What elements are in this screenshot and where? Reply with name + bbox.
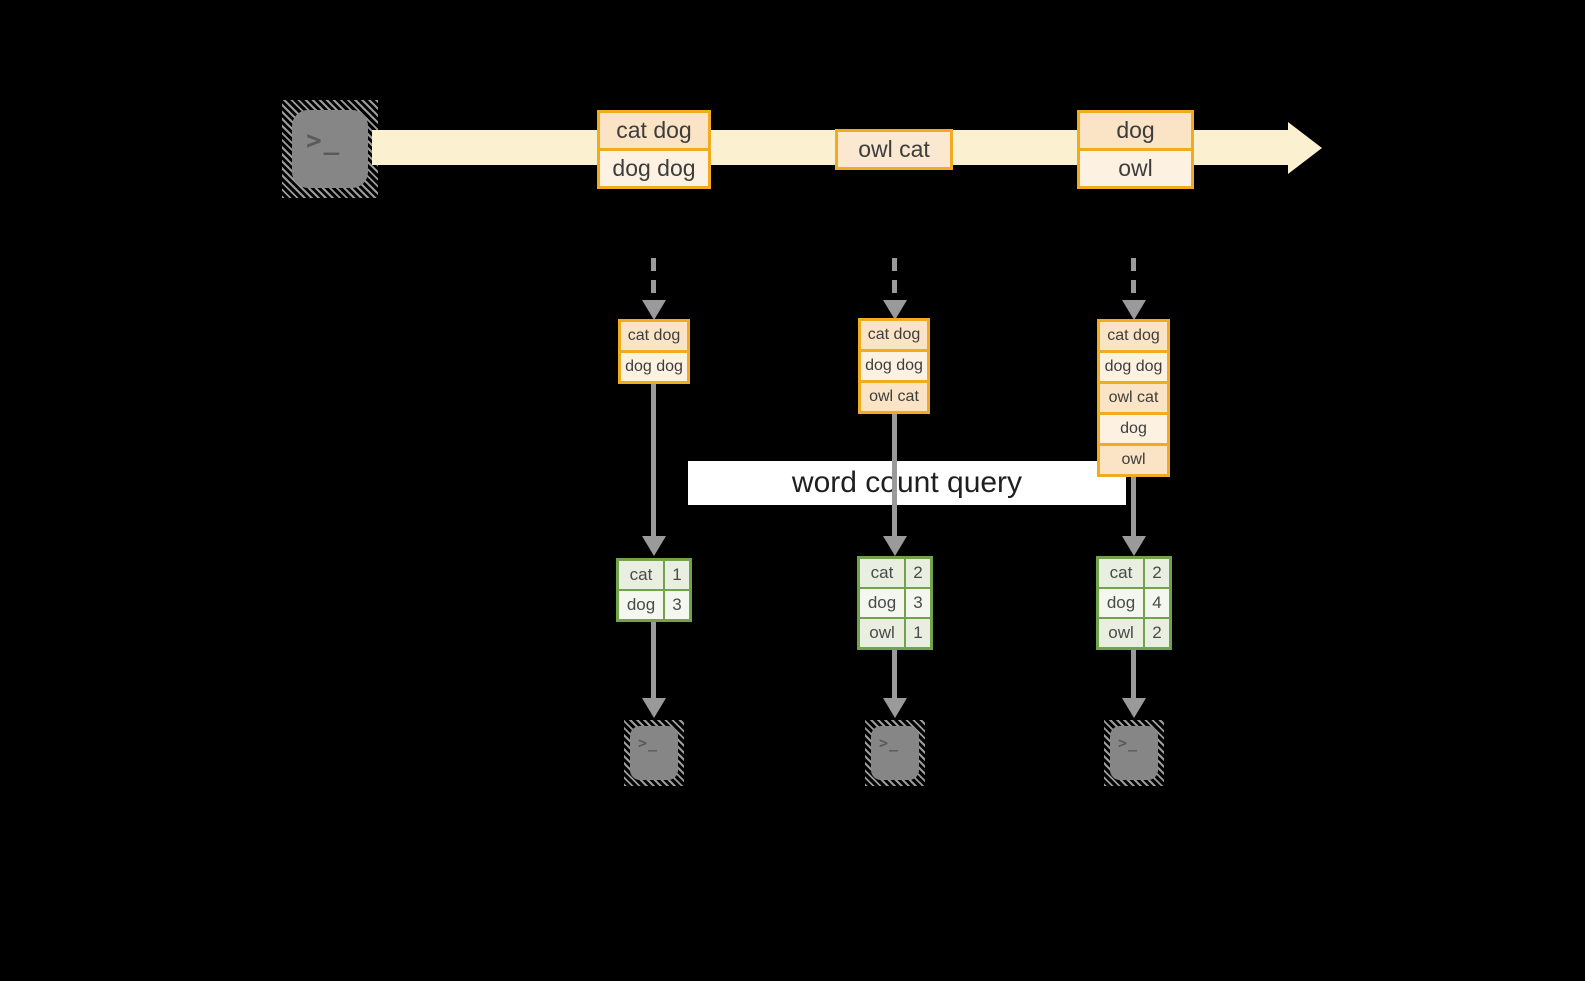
query-label: word count query bbox=[791, 466, 1023, 499]
sink-terminal-icon-3: >_ bbox=[1104, 720, 1164, 786]
buffer-event: dog dog bbox=[1100, 353, 1167, 381]
arrow-line bbox=[1131, 475, 1136, 536]
arrow-line bbox=[892, 650, 897, 698]
stream-batch-2: owl cat bbox=[835, 129, 953, 170]
terminal-prompt-glyph: >_ bbox=[638, 734, 659, 752]
terminal-prompt-glyph: >_ bbox=[879, 734, 900, 752]
buffer-event: dog bbox=[1100, 415, 1167, 443]
arrow-line bbox=[1131, 650, 1136, 698]
count-table-3: cat 2 dog 4 owl 2 bbox=[1096, 556, 1172, 650]
arrow-line bbox=[651, 382, 656, 536]
terminal-prompt-glyph: >_ bbox=[306, 126, 342, 156]
word-cell: dog bbox=[619, 591, 663, 619]
buffer-event: dog dog bbox=[621, 353, 687, 381]
arrowhead-icon bbox=[642, 536, 666, 556]
count-cell: 2 bbox=[1145, 619, 1169, 647]
count-cell: 3 bbox=[665, 591, 689, 619]
count-cell: 1 bbox=[906, 619, 930, 647]
stream-batch-1: cat dog dog dog bbox=[597, 110, 711, 189]
buffer-event: owl cat bbox=[1100, 384, 1167, 412]
source-terminal-icon: >_ bbox=[282, 100, 378, 198]
buffer-event: cat dog bbox=[621, 322, 687, 350]
count-cell: 2 bbox=[906, 559, 930, 587]
arrowhead-icon bbox=[883, 536, 907, 556]
dashed-arrow-line bbox=[651, 258, 656, 302]
stream-event: dog bbox=[1080, 113, 1191, 148]
buffer-event: owl bbox=[1100, 446, 1167, 474]
word-cell: cat bbox=[860, 559, 904, 587]
count-cell: 4 bbox=[1145, 589, 1169, 617]
table-row: cat 2 bbox=[1099, 559, 1169, 587]
buffer-box-1: cat dog dog dog bbox=[618, 319, 690, 384]
table-row: dog 4 bbox=[1099, 589, 1169, 617]
buffer-event: owl cat bbox=[861, 383, 927, 411]
dashed-arrowhead-icon bbox=[642, 300, 666, 320]
word-cell: dog bbox=[860, 589, 904, 617]
sink-terminal-icon-1: >_ bbox=[624, 720, 684, 786]
stream-event: owl cat bbox=[838, 132, 950, 167]
count-cell: 2 bbox=[1145, 559, 1169, 587]
sink-terminal-icon-2: >_ bbox=[865, 720, 925, 786]
arrow-line bbox=[892, 412, 897, 536]
buffer-event: dog dog bbox=[861, 352, 927, 380]
arrowhead-icon bbox=[1122, 536, 1146, 556]
table-row: owl 1 bbox=[860, 619, 930, 647]
dashed-arrow-line bbox=[892, 258, 897, 302]
stream-event: dog dog bbox=[600, 151, 708, 186]
count-table-2: cat 2 dog 3 owl 1 bbox=[857, 556, 933, 650]
buffer-event: cat dog bbox=[1100, 322, 1167, 350]
word-cell: cat bbox=[1099, 559, 1143, 587]
count-cell: 1 bbox=[665, 561, 689, 589]
word-cell: cat bbox=[619, 561, 663, 589]
stream-event: owl bbox=[1080, 151, 1191, 186]
buffer-event: cat dog bbox=[861, 321, 927, 349]
word-cell: dog bbox=[1099, 589, 1143, 617]
terminal-prompt-glyph: >_ bbox=[1118, 734, 1139, 752]
count-cell: 3 bbox=[906, 589, 930, 617]
word-cell: owl bbox=[860, 619, 904, 647]
arrowhead-icon bbox=[883, 698, 907, 718]
stream-batch-3: dog owl bbox=[1077, 110, 1194, 189]
dashed-arrowhead-icon bbox=[1122, 300, 1146, 320]
stream-arrowhead-icon bbox=[1288, 122, 1322, 174]
table-row: dog 3 bbox=[619, 591, 689, 619]
table-row: cat 1 bbox=[619, 561, 689, 589]
table-row: cat 2 bbox=[860, 559, 930, 587]
query-band: word count query bbox=[688, 461, 1126, 505]
stream-event: cat dog bbox=[600, 113, 708, 148]
buffer-box-3: cat dog dog dog owl cat dog owl bbox=[1097, 319, 1170, 477]
arrow-line bbox=[651, 622, 656, 698]
count-table-1: cat 1 dog 3 bbox=[616, 558, 692, 622]
table-row: owl 2 bbox=[1099, 619, 1169, 647]
dashed-arrowhead-icon bbox=[883, 300, 907, 320]
table-row: dog 3 bbox=[860, 589, 930, 617]
word-cell: owl bbox=[1099, 619, 1143, 647]
arrowhead-icon bbox=[642, 698, 666, 718]
arrowhead-icon bbox=[1122, 698, 1146, 718]
dashed-arrow-line bbox=[1131, 258, 1136, 302]
buffer-box-2: cat dog dog dog owl cat bbox=[858, 318, 930, 414]
